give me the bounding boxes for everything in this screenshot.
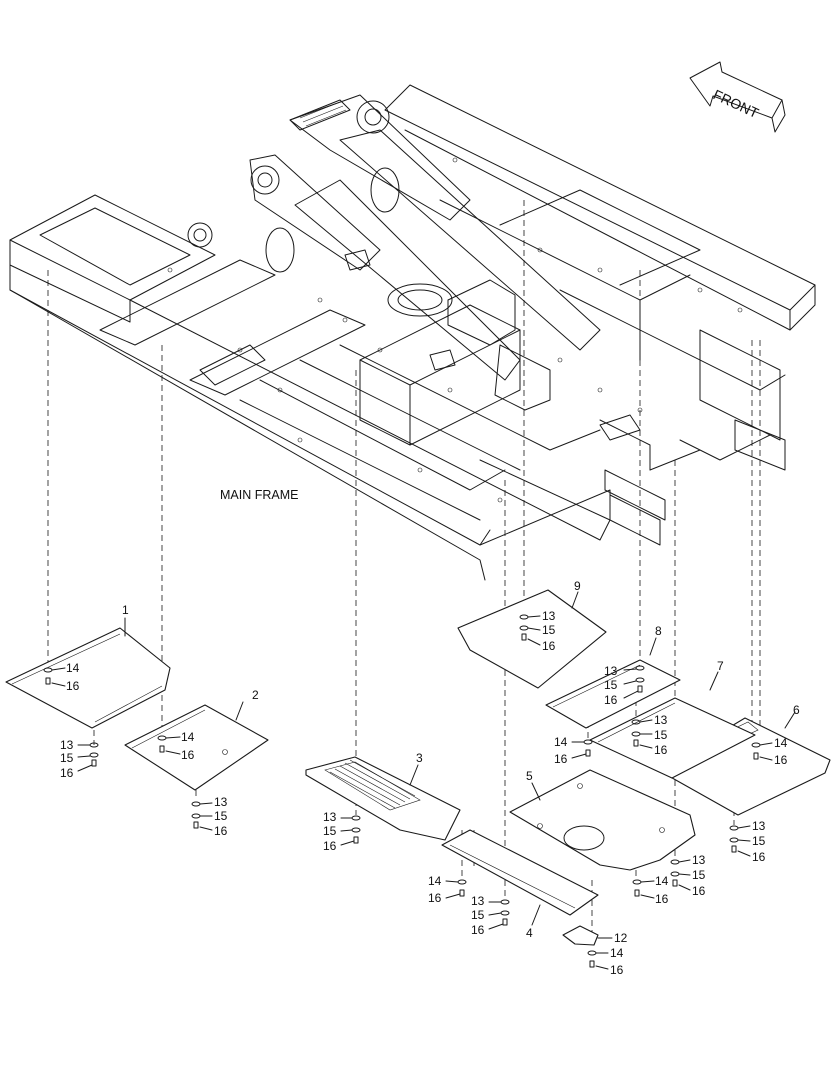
- hw-label: 16: [610, 963, 624, 977]
- hardware-stack-5-bottom: 14 16: [632, 874, 669, 906]
- hardware-stack-2-bottom: 13 15 16: [191, 795, 228, 838]
- front-direction-arrow: FRONT: [689, 61, 786, 133]
- hw-label: 14: [554, 735, 568, 749]
- hw-label: 15: [214, 809, 228, 823]
- hw-label: 16: [428, 891, 442, 905]
- main-frame-label: MAIN FRAME: [220, 488, 298, 502]
- hw-label: 16: [214, 824, 228, 838]
- main-frame-drawing: [9, 84, 816, 581]
- hw-label: 13: [60, 738, 74, 752]
- hw-label: 16: [542, 639, 556, 653]
- hw-label: 13: [214, 795, 228, 809]
- hw-label: 13: [604, 664, 618, 678]
- hw-label: 16: [752, 850, 766, 864]
- hw-label: 14: [774, 736, 788, 750]
- callout-7: 7: [717, 659, 724, 673]
- hardware-stack-4-left: 14 16: [428, 874, 467, 905]
- hardware-stack-8: 13 15 16: [604, 664, 645, 707]
- callout-3: 3: [416, 751, 423, 765]
- hardware-stack-7: 13 15 16: [631, 713, 668, 757]
- callout-9: 9: [574, 579, 581, 593]
- hw-label: 16: [471, 923, 485, 937]
- hardware-stack-2-top: 14 16: [157, 730, 195, 762]
- hw-label: 15: [60, 751, 74, 765]
- hw-label: 14: [181, 730, 195, 744]
- cover-plate-9: 9: [457, 579, 607, 689]
- hw-label: 15: [471, 908, 485, 922]
- cover-plate-2: 2: [124, 688, 269, 791]
- hw-label: 14: [655, 874, 669, 888]
- callout-1: 1: [122, 603, 129, 617]
- hw-label: 16: [692, 884, 706, 898]
- hw-label: 16: [323, 839, 337, 853]
- hardware-stack-12: 14 16: [587, 946, 624, 977]
- hardware-stack-9: 13 15 16: [519, 609, 556, 653]
- cover-plate-3: 3: [305, 751, 461, 841]
- hw-label: 16: [66, 679, 80, 693]
- hw-label: 13: [692, 853, 706, 867]
- hw-label: 16: [604, 693, 618, 707]
- hw-label: 16: [774, 753, 788, 767]
- hw-label: 14: [428, 874, 442, 888]
- cover-plate-4: 4: [441, 829, 599, 940]
- cover-plate-8: 8: [545, 624, 681, 729]
- cover-part-12: 12: [562, 925, 628, 946]
- hw-label: 16: [654, 743, 668, 757]
- hardware-stack-1-top: 14 16: [43, 661, 80, 693]
- front-label: FRONT: [711, 86, 762, 121]
- hw-label: 15: [542, 623, 556, 637]
- hardware-stack-6: 14 16: [751, 736, 788, 767]
- cover-plate-7: 7: [589, 659, 756, 779]
- hw-label: 13: [471, 894, 485, 908]
- hardware-stack-1-bottom: 13 15 16: [60, 738, 99, 780]
- hw-label: 16: [655, 892, 669, 906]
- hardware-stack-6-bottom: 13 15 16: [729, 819, 766, 864]
- hw-label: 13: [654, 713, 668, 727]
- hw-label: 13: [752, 819, 766, 833]
- hw-label: 16: [181, 748, 195, 762]
- cover-plate-1: 1: [5, 603, 171, 729]
- callout-2: 2: [252, 688, 259, 702]
- cover-plate-5: 5: [509, 769, 696, 871]
- hw-label: 13: [323, 810, 337, 824]
- hw-label: 14: [610, 946, 624, 960]
- hw-label: 15: [604, 678, 618, 692]
- callout-12: 12: [614, 931, 628, 945]
- callout-4: 4: [526, 926, 533, 940]
- callout-8: 8: [655, 624, 662, 638]
- hw-label: 13: [542, 609, 556, 623]
- hw-label: 15: [654, 728, 668, 742]
- callout-6: 6: [793, 703, 800, 717]
- hardware-stack-3: 13 15 16: [323, 810, 361, 853]
- hw-label: 15: [752, 834, 766, 848]
- hardware-stack-5-right: 13 15 16: [670, 853, 706, 898]
- hw-label: 14: [66, 661, 80, 675]
- hardware-stack-4-right: 13 15 16: [471, 894, 510, 937]
- hardware-stack-7-left: 14 16: [554, 735, 593, 766]
- hw-label: 16: [554, 752, 568, 766]
- hw-label: 16: [60, 766, 74, 780]
- hw-label: 15: [692, 868, 706, 882]
- hw-label: 15: [323, 824, 337, 838]
- callout-5: 5: [526, 769, 533, 783]
